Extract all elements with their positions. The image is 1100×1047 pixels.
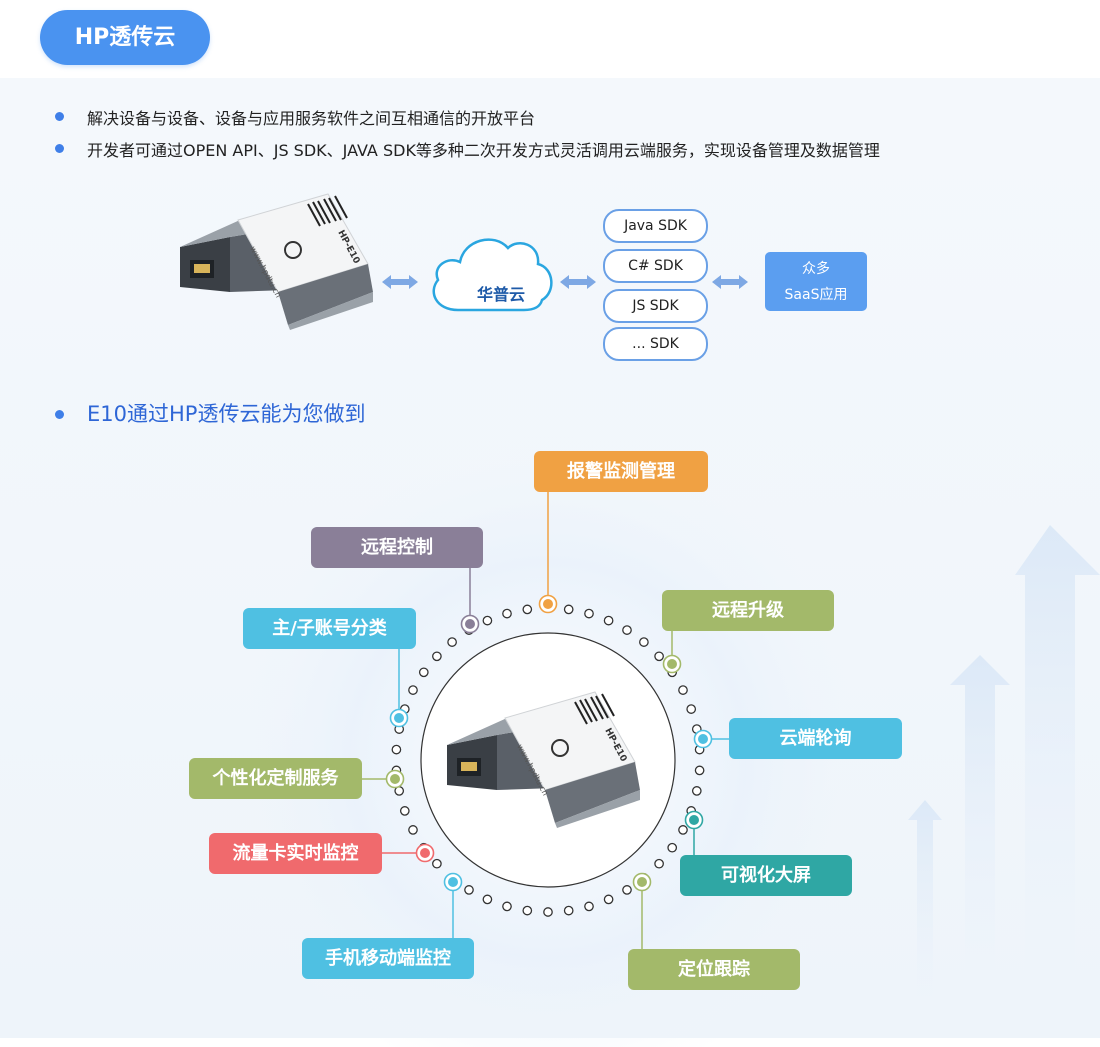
sdk-more: ... SDK bbox=[603, 327, 708, 361]
feature-remote-upgrade: 远程升级 bbox=[662, 590, 834, 631]
ring-dot bbox=[654, 651, 664, 662]
feature-marker-core bbox=[390, 774, 400, 784]
ring-dot bbox=[432, 858, 442, 869]
ring-dot bbox=[408, 685, 418, 695]
decorative-arrows bbox=[908, 525, 1100, 1040]
ring-dot bbox=[678, 825, 688, 835]
ring-dot bbox=[678, 685, 688, 695]
feature-marker-core bbox=[689, 815, 699, 825]
saas-line-2: SaaS应用 bbox=[784, 287, 848, 303]
ring-dot bbox=[667, 842, 678, 853]
e10-module-image: www.hpdtu.cn HP-E10 bbox=[180, 193, 373, 330]
ring-dot bbox=[603, 894, 614, 905]
ring-dot bbox=[622, 625, 632, 635]
bullet-dot bbox=[55, 144, 64, 153]
double-arrow-icon bbox=[712, 275, 748, 289]
ring-dot bbox=[502, 901, 512, 912]
ring-dot bbox=[522, 905, 533, 916]
ring-dot bbox=[603, 615, 614, 626]
cloud-icon bbox=[432, 238, 553, 312]
feature-mobile-monitoring: 手机移动端监控 bbox=[302, 938, 474, 979]
ring-dot bbox=[482, 615, 493, 626]
ring-dot bbox=[563, 604, 574, 615]
feature-alarm-monitoring: 报警监测管理 bbox=[534, 451, 708, 492]
feature-account-classification: 主/子账号分类 bbox=[243, 608, 416, 649]
ring-dot bbox=[464, 885, 474, 895]
feature-location-tracking: 定位跟踪 bbox=[628, 949, 800, 990]
ring-dot bbox=[654, 858, 664, 869]
saas-apps-box: 众多 SaaS应用 bbox=[765, 252, 867, 311]
feature-cloud-polling: 云端轮询 bbox=[729, 718, 902, 759]
ring-dot bbox=[691, 786, 702, 796]
feature-marker-core bbox=[698, 734, 708, 744]
sdk-java: Java SDK bbox=[603, 209, 708, 243]
double-arrow-icon bbox=[560, 275, 596, 289]
intro-point-1: 解决设备与设备、设备与应用服务软件之间互相通信的开放平台 bbox=[87, 109, 536, 128]
bullet-dot bbox=[55, 112, 64, 121]
feature-remote-control: 远程控制 bbox=[311, 527, 483, 568]
feature-big-screen: 可视化大屏 bbox=[680, 855, 852, 896]
feature-custom-service: 个性化定制服务 bbox=[189, 758, 362, 799]
double-arrow-icon bbox=[382, 275, 418, 289]
saas-line-1: 众多 bbox=[802, 261, 830, 277]
page-title: HP透传云 bbox=[40, 10, 210, 65]
features-heading: E10通过HP透传云能为您做到 bbox=[87, 402, 366, 426]
cloud-label: 华普云 bbox=[476, 285, 525, 304]
ring-dot bbox=[399, 806, 410, 816]
sdk-csharp: C# SDK bbox=[603, 249, 708, 283]
ring-dot bbox=[639, 637, 649, 647]
ring-dot bbox=[543, 907, 553, 917]
feature-marker-core bbox=[448, 877, 458, 887]
ring-dot bbox=[522, 604, 533, 615]
ring-dot bbox=[447, 637, 457, 647]
feature-marker-core bbox=[420, 848, 430, 858]
feature-sim-monitoring: 流量卡实时监控 bbox=[209, 833, 382, 874]
center-module-image: www.hpdtu.cn HP-E10 bbox=[447, 691, 640, 828]
feature-marker-core bbox=[394, 713, 404, 723]
ring-dot bbox=[584, 608, 594, 619]
ring-dot bbox=[686, 704, 697, 714]
ring-dot bbox=[584, 901, 594, 912]
ring-dot bbox=[391, 744, 402, 755]
feature-marker-core bbox=[465, 619, 475, 629]
ring-dot bbox=[408, 825, 418, 835]
ring-dot bbox=[482, 894, 493, 905]
feature-marker-core bbox=[667, 659, 677, 669]
ring-dot bbox=[432, 651, 442, 662]
ring-dot bbox=[418, 667, 429, 678]
connectors bbox=[362, 492, 729, 949]
sdk-js: JS SDK bbox=[603, 289, 708, 323]
ring-dot bbox=[502, 608, 512, 619]
intro-point-2: 开发者可通过OPEN API、JS SDK、JAVA SDK等多种二次开发方式灵… bbox=[87, 141, 880, 160]
ring-dot bbox=[563, 905, 574, 916]
feature-marker-core bbox=[637, 877, 647, 887]
feature-marker-core bbox=[543, 599, 553, 609]
bullet-dot bbox=[55, 410, 64, 419]
ring-dot bbox=[694, 765, 705, 776]
markers bbox=[385, 594, 713, 892]
ring-dot bbox=[622, 885, 632, 895]
